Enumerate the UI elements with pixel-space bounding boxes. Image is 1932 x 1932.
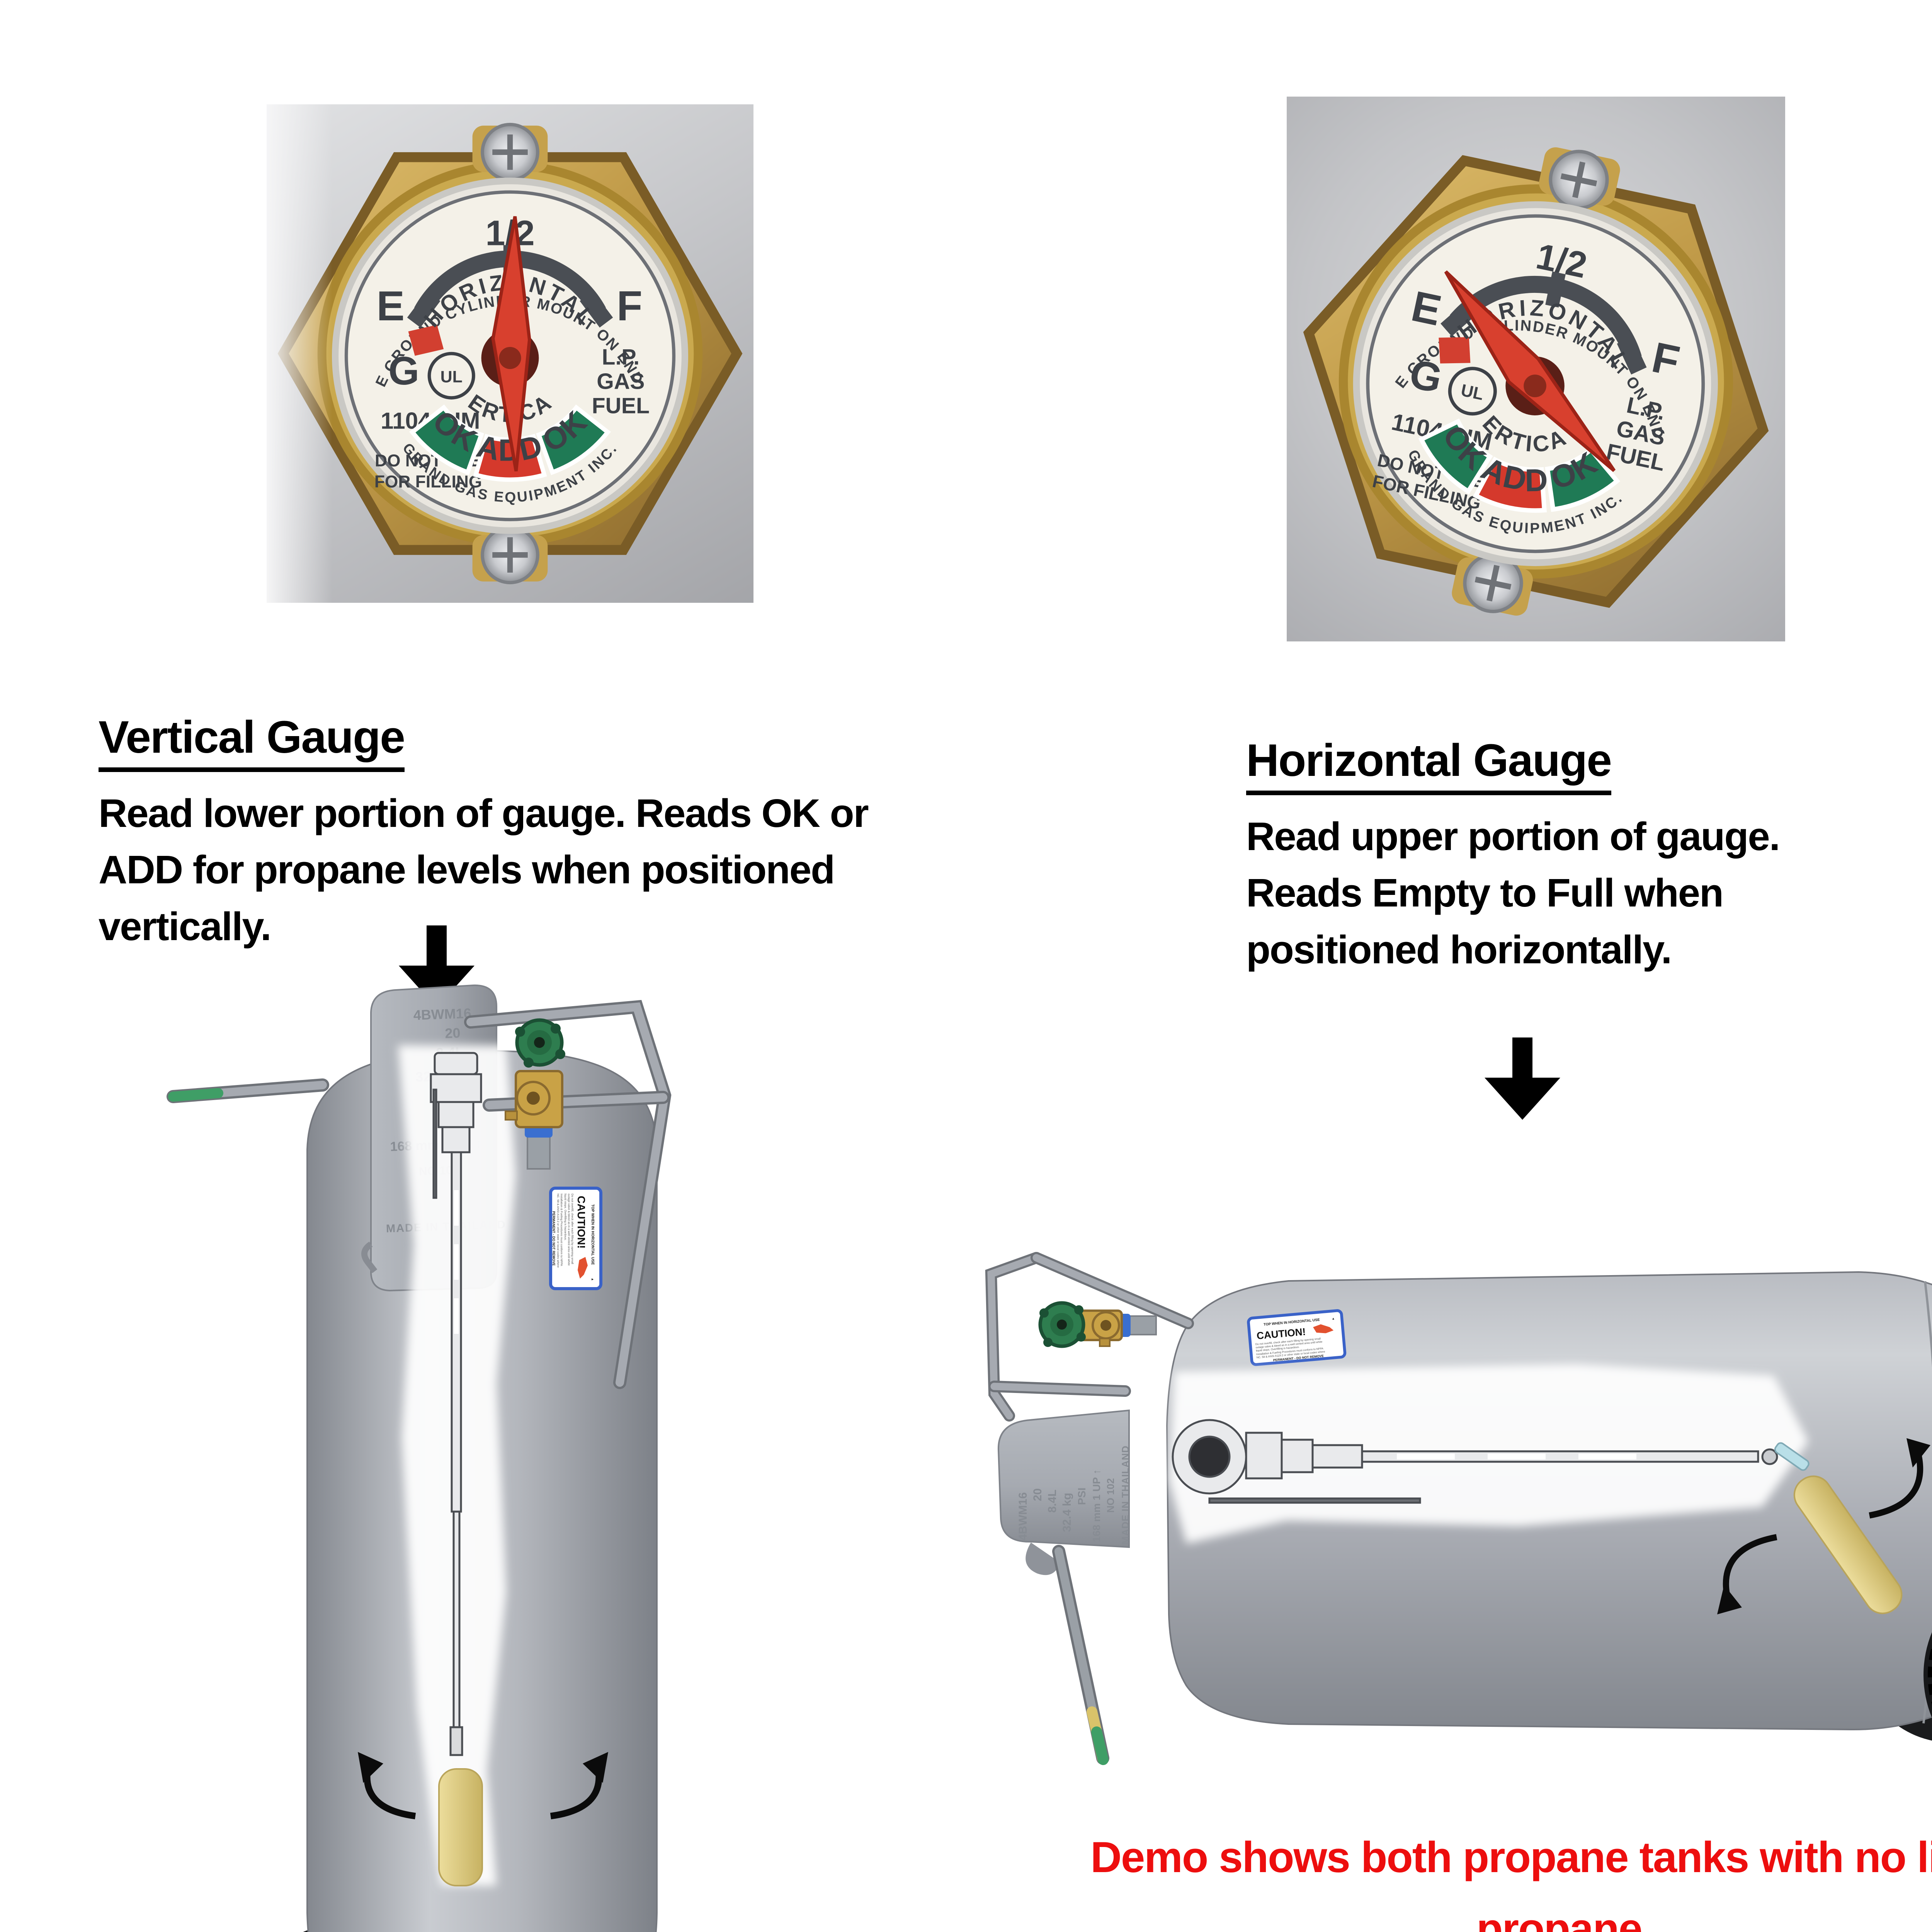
cutaway-float-assembly	[1169, 1364, 1903, 1614]
svg-text:UL: UL	[1459, 381, 1485, 404]
horizontal-tank-figure: 4BWM16 20 8.4L 32.4 kg PSI 168 mm 1 UP ↑…	[985, 1252, 1932, 1765]
ok-left-segment	[409, 404, 484, 475]
down-arrow-icon	[1485, 1037, 1560, 1120]
dial-red-mark	[1439, 337, 1471, 364]
ul-logo-icon	[427, 352, 475, 400]
vertical-gauge-photo: ABOVE GROUND CYLINDER MOUNT ON END ONLY …	[267, 104, 753, 603]
dial-lp-line3: FUEL	[592, 394, 650, 418]
dial-red-mark	[408, 325, 444, 356]
float-yellow	[438, 1768, 483, 1886]
svg-text:PERMANENT - DO NOT REMOVE: PERMANENT - DO NOT REMOVE	[552, 1211, 556, 1266]
svg-text:Installation & Fueling Procedu: Installation & Fueling Procedures must c…	[560, 1194, 563, 1266]
dial-full-label: F	[617, 282, 642, 330]
svg-text:PSI: PSI	[1076, 1488, 1088, 1505]
svg-text:32.4 kg: 32.4 kg	[1061, 1493, 1073, 1532]
ok-right-segment	[536, 404, 611, 475]
svg-text:outage valve & bleed as in a w: outage valve & bleed as in a well vented…	[567, 1194, 571, 1265]
float-pivot	[1774, 1442, 1810, 1471]
add-segment	[473, 434, 547, 482]
front-wheel	[1923, 1632, 1932, 1718]
vertical-gauge-body: Read lower portion of gauge. Reads OK or…	[99, 791, 869, 949]
svg-text:CAUTION!: CAUTION!	[575, 1196, 587, 1249]
vertical-tank-figure: 4BWM16 20 8.4L 32.4 kg PSI 168 mm 1 UP ↑…	[167, 984, 672, 1932]
down-arrow-icon	[399, 925, 474, 1008]
up-arrow-icon: ▲	[1332, 1316, 1335, 1321]
gauge-needle	[491, 216, 531, 472]
ul-logo-icon	[1448, 367, 1497, 416]
rotate-arrow-icon	[1869, 1438, 1930, 1519]
horizontal-gauge-body: Read upper portion of gauge. Reads Empty…	[1246, 814, 1780, 972]
up-arrow-icon: ▲	[591, 1278, 595, 1281]
tank-collar: 4BWM16 20 8.4L 32.4 kg PSI 168 mm 1 UP ↑…	[997, 1409, 1131, 1575]
handle-frame	[985, 1252, 1194, 1422]
svg-text:4BWM16: 4BWM16	[1017, 1492, 1029, 1541]
caution-label: TOP WHEN IN HORIZONTAL USE ▲ CAUTION! Do…	[549, 1187, 602, 1290]
svg-text:liquid stops. Overfilling is h: liquid stops. Overfilling is hazardous.	[564, 1194, 567, 1241]
svg-text:UL: UL	[440, 367, 463, 386]
svg-text:8.4L: 8.4L	[1046, 1490, 1059, 1513]
propane-gauge-horizontal: ABOVE GROUND CYLINDER MOUNT ON END ONLY …	[1287, 97, 1769, 616]
dial-lp-line2: GAS	[597, 369, 645, 394]
svg-text:TOP WHEN IN HORIZONTAL USE: TOP WHEN IN HORIZONTAL USE	[590, 1204, 595, 1265]
rotate-arrow-icon	[358, 1752, 416, 1820]
tank-leg	[1052, 1545, 1109, 1765]
tank-valve	[505, 1018, 565, 1170]
svg-text:20: 20	[445, 1025, 461, 1041]
svg-text:20: 20	[1031, 1488, 1044, 1501]
vertical-gauge-heading: Vertical Gauge	[99, 711, 405, 772]
horizontal-gauge-caption: Horizontal Gauge Read upper portion of g…	[1246, 734, 1810, 978]
caution-label: TOP WHEN IN HORIZONTAL USE ▲ CAUTION! Do…	[1247, 1309, 1347, 1366]
dial-empty-label: E	[376, 282, 405, 330]
svg-text:NC. 58 & ANSI A119.2 or other: NC. 58 & ANSI A119.2 or other state or l…	[556, 1194, 560, 1268]
tank-valve	[1038, 1301, 1157, 1348]
svg-text:NO 102: NO 102	[1105, 1478, 1116, 1513]
float-yellow	[1793, 1475, 1903, 1614]
side-handle	[167, 1078, 329, 1103]
dial-warning-line2: FOR FILLING	[374, 473, 482, 492]
vertical-gauge-caption: Vertical Gauge Read lower portion of gau…	[99, 711, 929, 955]
svg-text:168 mm 1 UP ↑: 168 mm 1 UP ↑	[1091, 1469, 1102, 1542]
dial-lp-line1: L.P.	[602, 345, 640, 370]
explosion-icon	[578, 1257, 588, 1279]
svg-text:Do not overfill, check after e: Do not overfill, check after each fillin…	[571, 1194, 574, 1264]
horizontal-gauge-photo: ABOVE GROUND CYLINDER MOUNT ON END ONLY …	[1287, 97, 1785, 641]
gauge-needle	[1444, 270, 1616, 472]
rotate-arrow-icon	[550, 1752, 608, 1820]
dial-g-mark: G	[388, 349, 419, 393]
demo-caption: Demo shows both propane tanks with no li…	[1090, 1833, 1932, 1932]
handle-grip-green	[168, 1088, 223, 1102]
propane-gauge-vertical: ABOVE GROUND CYLINDER MOUNT ON END ONLY …	[267, 104, 743, 585]
svg-text:4BWM16: 4BWM16	[413, 1005, 471, 1023]
explosion-icon	[1313, 1324, 1334, 1333]
leg-tip-green	[1091, 1726, 1109, 1765]
svg-text:MADE IN THAILAND: MADE IN THAILAND	[1120, 1446, 1131, 1544]
rotate-arrow-icon	[1717, 1534, 1777, 1614]
cutaway-float-assembly	[398, 1045, 516, 1886]
horizontal-gauge-heading: Horizontal Gauge	[1246, 734, 1612, 795]
